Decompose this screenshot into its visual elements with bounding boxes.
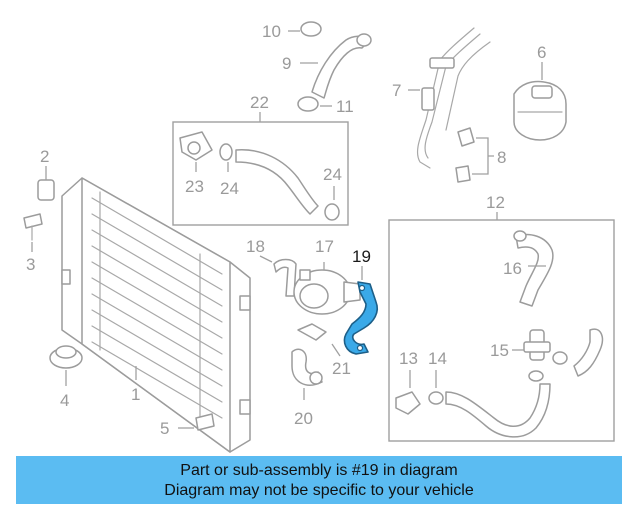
part-8-fittings — [455, 127, 475, 183]
info-banner: Part or sub-assembly is #19 in diagram D… — [16, 456, 622, 504]
part-5-bolt — [195, 413, 215, 431]
callout-24-right: 24 — [323, 165, 342, 184]
callout-18: 18 — [246, 237, 265, 256]
callout-19: 19 — [352, 247, 371, 266]
part-13-flange — [395, 391, 421, 415]
part-24-clamp-left — [219, 143, 233, 161]
callout-17: 17 — [315, 237, 334, 256]
callout-1: 1 — [131, 385, 140, 404]
part-20-hose — [291, 348, 323, 386]
callout-22: 22 — [250, 93, 269, 112]
part-17-pump — [293, 269, 361, 315]
part-22-hose — [235, 149, 319, 215]
callout-9: 9 — [282, 54, 291, 73]
part-21-gasket — [297, 323, 327, 341]
part-7-pipes — [416, 27, 491, 169]
part-10-cap — [300, 21, 322, 37]
callout-16: 16 — [503, 259, 522, 278]
callout-4: 4 — [60, 391, 69, 410]
callout-11: 11 — [336, 97, 354, 116]
part-23-flange — [179, 131, 213, 161]
part-16-hose — [513, 230, 554, 307]
banner-line-2: Diagram may not be specific to your vehi… — [164, 482, 474, 499]
radiator-part — [61, 177, 251, 453]
part-6-reservoir — [513, 80, 567, 141]
callout-10: 10 — [262, 22, 281, 41]
part-2-bracket — [37, 179, 55, 201]
part-14-clamp — [428, 391, 444, 405]
callout-7: 7 — [392, 81, 401, 100]
banner-line-1: Part or sub-assembly is #19 in diagram — [180, 462, 458, 479]
callout-24-left: 24 — [220, 179, 239, 198]
callout-3: 3 — [26, 255, 35, 274]
callout-20: 20 — [294, 409, 313, 428]
part-3-bolt — [23, 213, 43, 241]
part-12-lower-hose — [445, 383, 551, 438]
callout-23: 23 — [185, 177, 204, 196]
callout-21: 21 — [332, 359, 351, 378]
callout-6: 6 — [537, 43, 546, 62]
part-15-connector — [523, 329, 568, 382]
part-15-hose-right — [573, 328, 604, 377]
part-9-hose — [311, 33, 372, 99]
group-box-12 — [388, 219, 615, 442]
part-19-bracket-highlighted — [343, 281, 379, 355]
callout-2: 2 — [40, 147, 49, 166]
callout-15: 15 — [490, 341, 509, 360]
part-24-clamp-right — [324, 203, 340, 221]
part-18-bracket — [273, 258, 297, 297]
callout-8: 8 — [497, 148, 506, 167]
part-11-clamp — [297, 96, 319, 112]
callout-13: 13 — [399, 349, 418, 368]
callout-5: 5 — [160, 419, 169, 438]
part-4-mount — [49, 345, 83, 369]
callout-14: 14 — [428, 349, 447, 368]
callout-12: 12 — [486, 193, 505, 212]
